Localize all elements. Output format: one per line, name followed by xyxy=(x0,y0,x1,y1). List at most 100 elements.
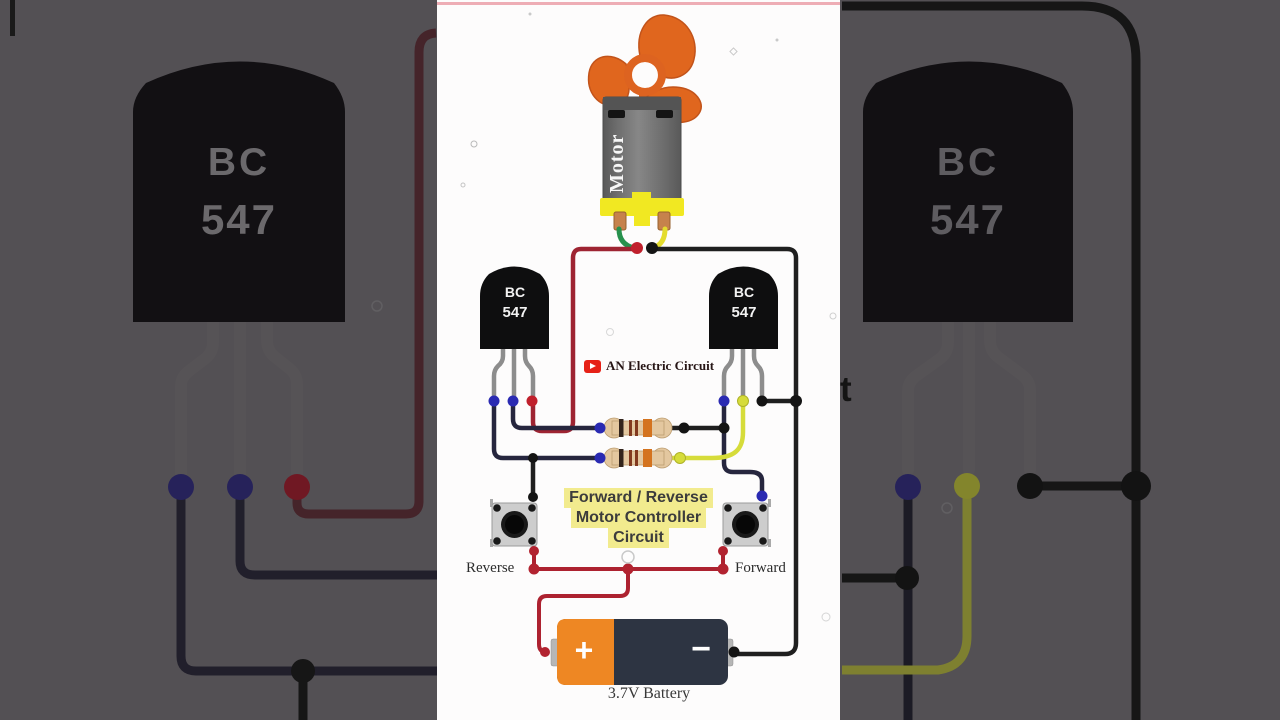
transistor-legs xyxy=(491,346,536,402)
background-left-transistor-art xyxy=(10,0,437,720)
background-transistor-legs xyxy=(902,316,1036,476)
dust-speck xyxy=(460,182,466,188)
dust-speck xyxy=(371,300,383,312)
motor-top-cap xyxy=(603,97,681,110)
background-transistor-body xyxy=(133,61,345,322)
black-dot xyxy=(756,395,768,407)
black-dot xyxy=(528,492,538,502)
background-red-dot xyxy=(284,474,310,500)
red-bus-dot xyxy=(528,563,540,575)
channel-badge: AN Electric Circuit xyxy=(584,358,714,374)
background-red-wire xyxy=(292,28,437,519)
dust-speck xyxy=(821,612,831,622)
motor-vent-slot xyxy=(608,110,625,118)
fan-hub-ring xyxy=(624,54,666,96)
black-dot xyxy=(678,422,690,434)
blue-dot xyxy=(594,422,606,434)
dust-speck xyxy=(470,140,478,148)
black-junction-dot xyxy=(646,242,658,254)
background-blue-dot xyxy=(227,474,253,500)
blue-dot xyxy=(488,395,500,407)
black-supply-wire xyxy=(651,246,799,657)
transistor-right-label: BC 547 xyxy=(709,285,779,320)
resistor-band xyxy=(629,450,632,466)
fan-icon xyxy=(587,14,702,124)
navy-wire-lower xyxy=(491,398,615,461)
background-blue-dot xyxy=(895,474,921,500)
forward-push-button xyxy=(722,499,771,547)
red-bus-dot xyxy=(622,563,634,575)
navy-wire-base-left xyxy=(510,398,615,431)
motor-shaft-tab xyxy=(634,215,650,226)
red-bus-dot xyxy=(717,563,729,575)
black-junction-dot xyxy=(528,453,538,463)
dust-speck xyxy=(729,47,738,56)
red-pin-dot xyxy=(718,546,728,556)
red-dot xyxy=(526,395,538,407)
background-navy-wire-1 xyxy=(235,490,437,580)
battery-minus-sign: − xyxy=(691,630,711,668)
youtube-play-icon xyxy=(584,359,601,373)
transistor-legs xyxy=(721,346,765,402)
background-yellow-dot xyxy=(954,473,980,499)
forward-button-label: Forward xyxy=(735,560,786,576)
background-black-dot xyxy=(1017,473,1043,499)
transistor-left-bc547 xyxy=(480,266,549,402)
ghost-ring xyxy=(621,550,635,564)
dust-speck xyxy=(775,38,779,42)
top-pink-strip xyxy=(437,2,840,5)
background-text-line2: 547 xyxy=(929,196,1007,243)
blue-dot xyxy=(718,395,730,407)
navy-wire-to-forward-button xyxy=(721,398,765,498)
resistor-band xyxy=(619,449,624,467)
resistor-band xyxy=(635,420,638,436)
reverse-button-label: Reverse xyxy=(466,560,515,576)
video-title: Forward / Reverse Motor Controller Circu… xyxy=(437,488,840,548)
background-transistor-body xyxy=(863,61,1073,322)
transistor-body xyxy=(480,266,549,349)
black-junction-dot xyxy=(790,395,802,407)
resistor-band xyxy=(629,420,632,436)
motor xyxy=(600,96,684,231)
blue-dot xyxy=(507,395,519,407)
background-transistor-legs xyxy=(175,316,303,480)
dust-speck xyxy=(606,328,614,336)
resistor-lower xyxy=(603,447,673,469)
background-navy-wire-2 xyxy=(176,490,437,676)
motor-base-notch xyxy=(632,192,651,201)
dust-speck xyxy=(528,12,532,16)
red-battery-wire xyxy=(537,567,630,654)
battery-plus-sign: + xyxy=(574,632,594,668)
wires xyxy=(491,226,799,657)
transistor-text-line2: 547 xyxy=(502,304,528,321)
dust-speck xyxy=(829,312,837,320)
background-text-line1: BC xyxy=(207,141,271,184)
black-junction-dot xyxy=(718,422,730,434)
yellow-wire-base-right xyxy=(659,398,746,461)
reverse-push-button xyxy=(490,499,538,547)
title-line-3: Circuit xyxy=(608,528,669,548)
yellow-dot xyxy=(674,452,686,464)
blue-dot xyxy=(756,490,768,502)
resistor-upper xyxy=(603,417,673,439)
battery xyxy=(550,619,734,685)
resistor-band xyxy=(643,419,652,437)
transistor-right-bc547 xyxy=(709,266,778,402)
background-text-fragment: t xyxy=(840,370,852,409)
red-junction-dot xyxy=(631,242,643,254)
resistor-band xyxy=(643,449,652,467)
transistor-text-line1: BC xyxy=(733,284,755,300)
background-junction-dot xyxy=(291,659,315,683)
fan-hub-center xyxy=(632,62,658,88)
battery-label: 3.7V Battery xyxy=(607,685,691,702)
dust-specks xyxy=(460,12,837,622)
red-pin-dot xyxy=(529,546,539,556)
blue-dot xyxy=(594,452,606,464)
motor-vent-slot xyxy=(656,110,673,118)
background-yellow-wire xyxy=(842,491,972,675)
channel-name: AN Electric Circuit xyxy=(606,358,715,373)
transistor-text-line2: 547 xyxy=(731,304,757,321)
dust-speck xyxy=(941,502,953,514)
